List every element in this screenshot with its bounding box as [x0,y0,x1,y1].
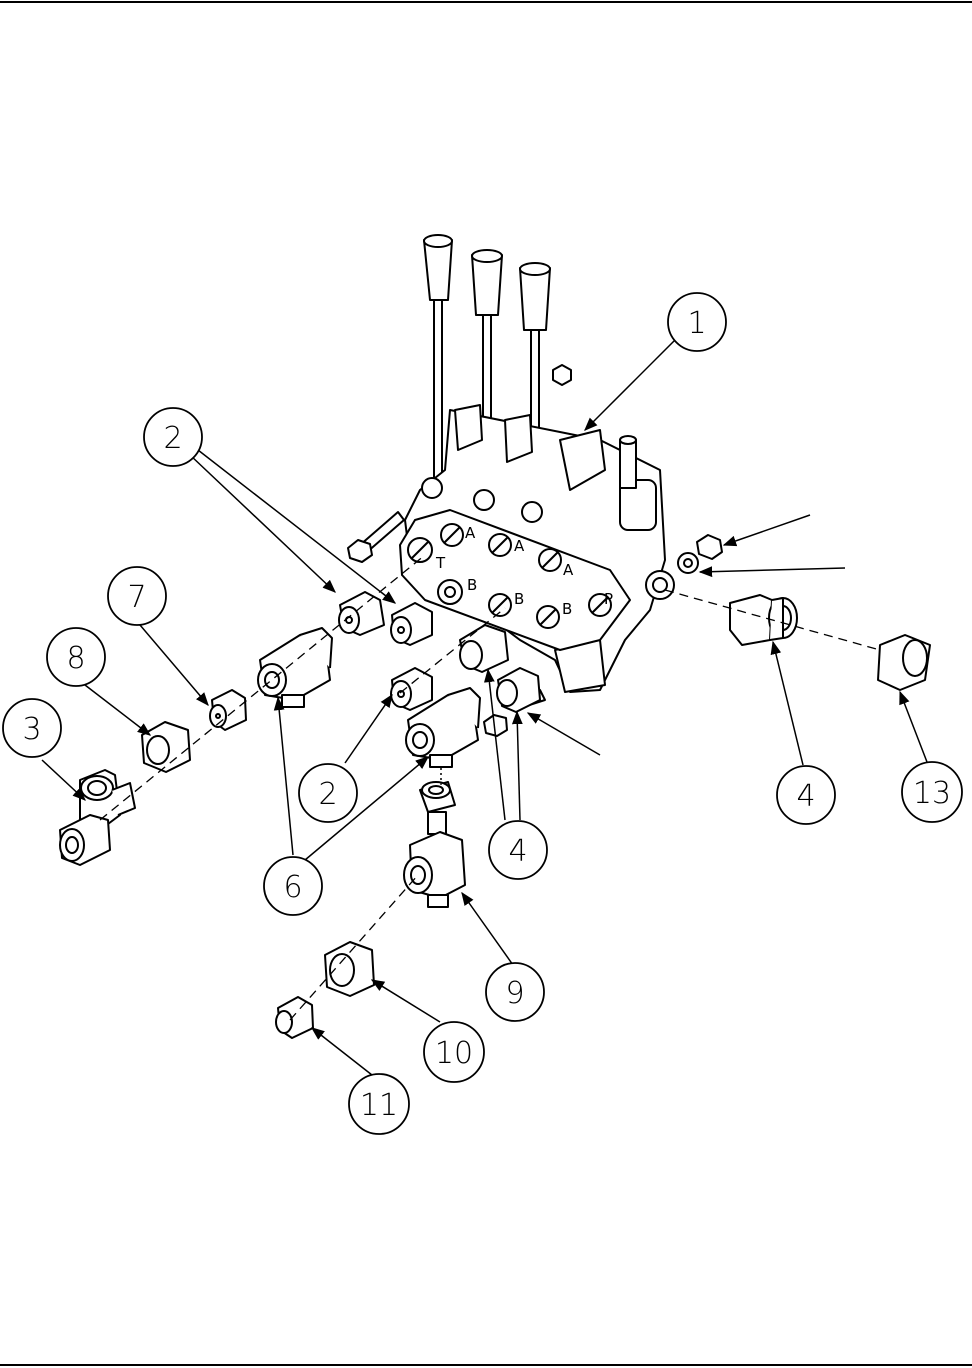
mounting-bolt [348,512,404,562]
port-label-p: P [604,590,613,608]
callout-10: 10 [424,1022,484,1082]
port-label-t: T [435,554,446,572]
svg-text:2: 2 [318,777,337,812]
svg-text:11: 11 [360,1088,398,1123]
callout-13: 13 [902,762,962,822]
svg-text:3: 3 [22,712,41,747]
part-11-plug [276,997,313,1038]
part-4-right-connector [730,595,797,645]
svg-text:2: 2 [163,421,182,456]
callout-2b: 2 [299,764,357,822]
part-2-fitting-upper-b [391,603,432,645]
part-4-fitting-center-a [460,625,508,672]
part-7-plug [210,690,246,730]
part-8-nut [142,722,190,772]
part-10-nut [325,942,374,996]
part-2-fitting-upper-a [339,592,384,635]
side-nut [697,535,722,559]
port-label-a2: A [514,537,525,555]
small-nut [553,365,571,385]
callout-11: 11 [349,1074,409,1134]
port-label-b1: B [467,576,477,594]
part-2-fitting-lower [391,668,432,710]
part-13-nut [878,635,930,690]
callout-2a: 2 [144,408,202,466]
callout-1: 1 [668,293,726,351]
callout-3: 3 [3,699,61,757]
svg-text:1: 1 [687,306,706,341]
callout-6: 6 [264,857,322,915]
port-label-a3: A [563,561,574,579]
callout-4b: 4 [777,766,835,824]
callout-9: 9 [486,963,544,1021]
part-3-tee [60,770,135,865]
port-label-b3: B [562,600,572,618]
port-label-b2: B [514,590,524,608]
port-label-a1: A [465,524,476,542]
svg-text:13: 13 [913,776,951,811]
callout-7: 7 [108,567,166,625]
svg-text:7: 7 [127,580,146,615]
side-washer [678,553,698,573]
svg-text:9: 9 [505,976,524,1011]
callout-4a: 4 [489,821,547,879]
svg-text:8: 8 [66,641,85,676]
part-9-tee [404,782,465,907]
callout-8: 8 [47,628,105,686]
svg-text:10: 10 [435,1036,473,1071]
svg-text:4: 4 [796,779,815,814]
svg-text:6: 6 [283,870,302,905]
part-4-fitting-center-b [497,668,540,712]
svg-text:4: 4 [508,834,527,869]
